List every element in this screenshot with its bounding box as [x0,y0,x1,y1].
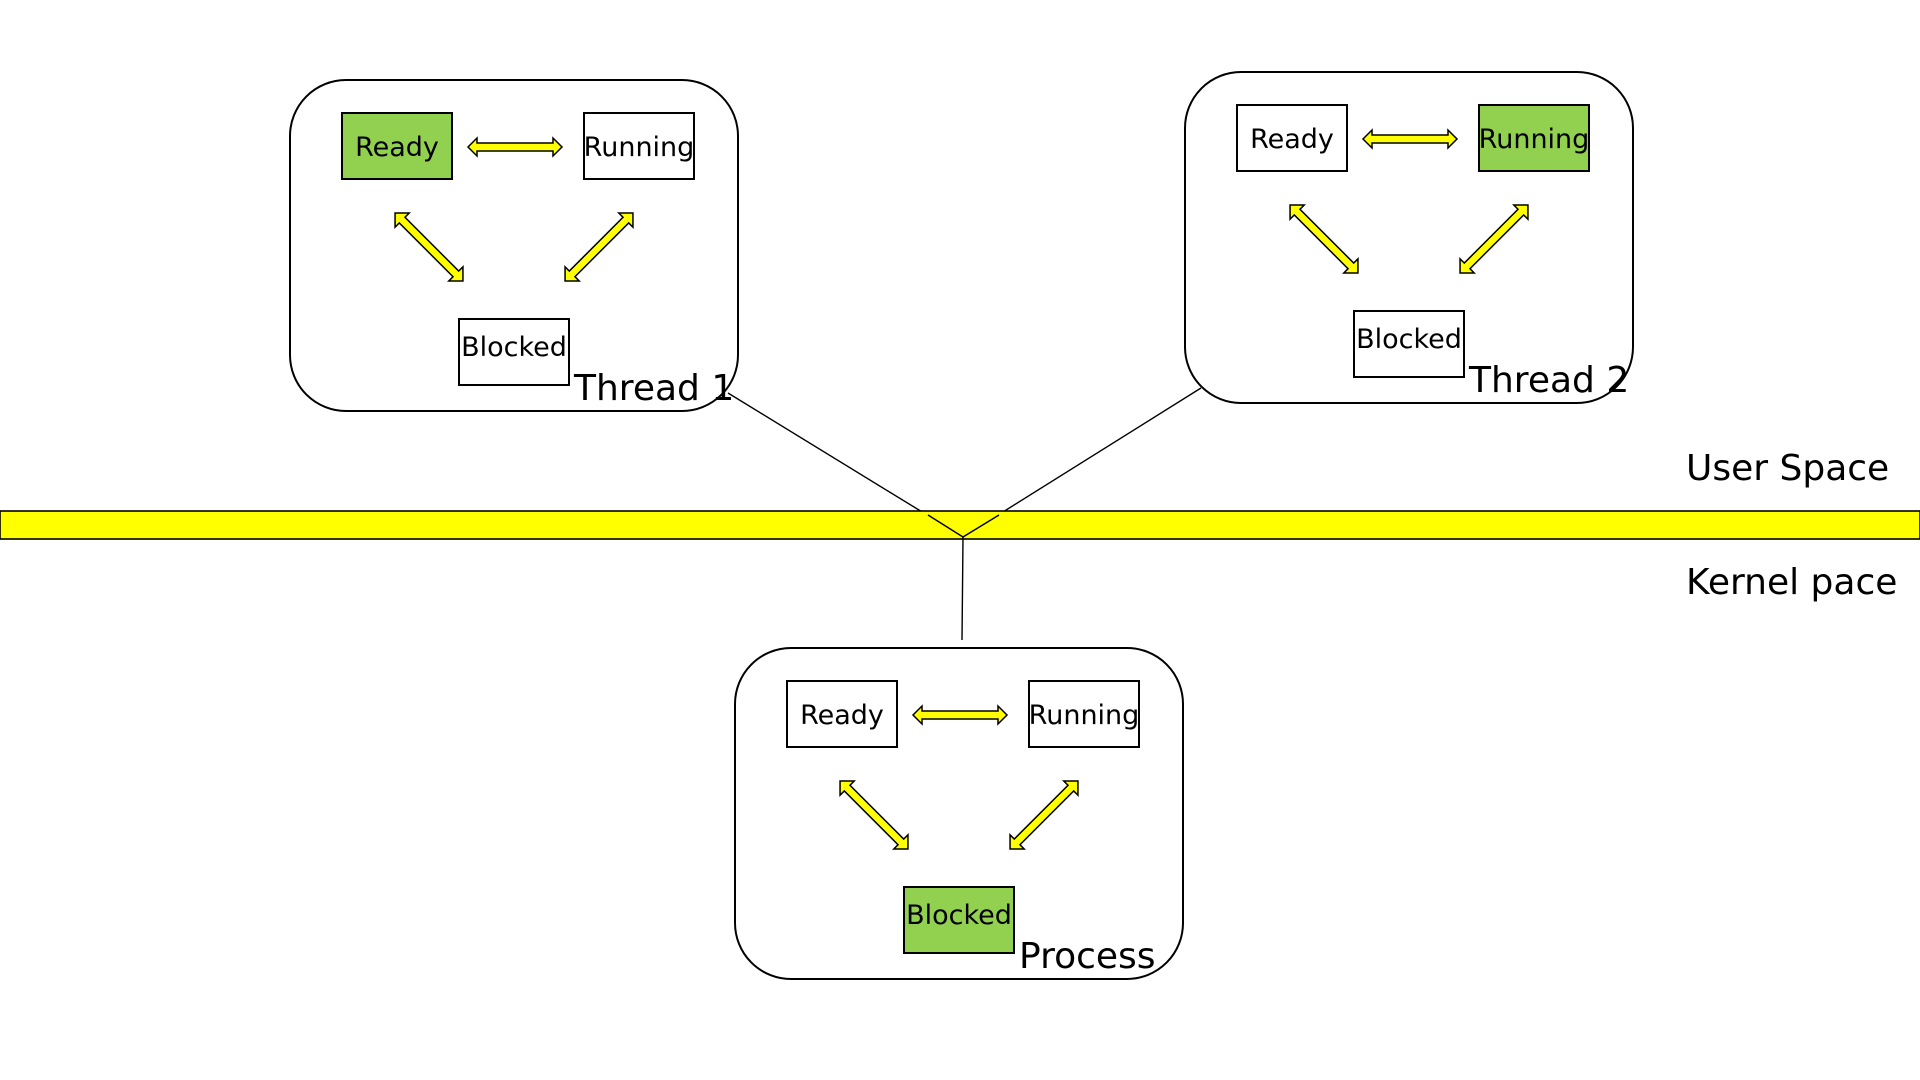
thread-1-blocked-label: Blocked [461,332,567,363]
thread-2-ready-label: Ready [1250,124,1334,155]
process-running-box [1028,680,1140,748]
user-space-label: User Space [1686,448,1889,489]
thread-2-running-box [1478,104,1590,172]
thread-2-running-label: Running [1479,124,1590,155]
process-ready-label: Ready [800,700,884,731]
thread-1-running-label: Running [584,132,695,163]
thread-1-title: Thread 1 [573,368,734,409]
thread-1-group: Ready Running Blocked Thread 1 [289,79,739,412]
process-running-label: Running [1029,700,1140,731]
kernel-space-label: Kernel pace [1686,562,1897,603]
process-blocked-label: Blocked [906,900,1012,931]
process-blocked-box [903,886,1015,954]
thread-2-ready-box [1236,104,1348,172]
process-group: Ready Running Blocked Process [734,647,1184,980]
thread-2-blocked-box [1353,310,1465,378]
thread-1-ready-box [341,112,453,180]
process-ready-box [786,680,898,748]
process-title: Process [1019,936,1156,977]
connector-thread-1-crossing [927,514,964,538]
thread-1-running-box [583,112,695,180]
connectors-over-band [927,514,1000,641]
thread-1-blocked-box [458,318,570,386]
thread-1-ready-label: Ready [355,132,439,163]
thread-2-title: Thread 2 [1468,360,1629,401]
thread-2-group: Ready Running Blocked Thread 2 [1184,71,1634,404]
thread-2-blocked-label: Blocked [1356,324,1462,355]
connector-thread-2-crossing [962,514,1000,538]
connector-process [961,536,964,641]
